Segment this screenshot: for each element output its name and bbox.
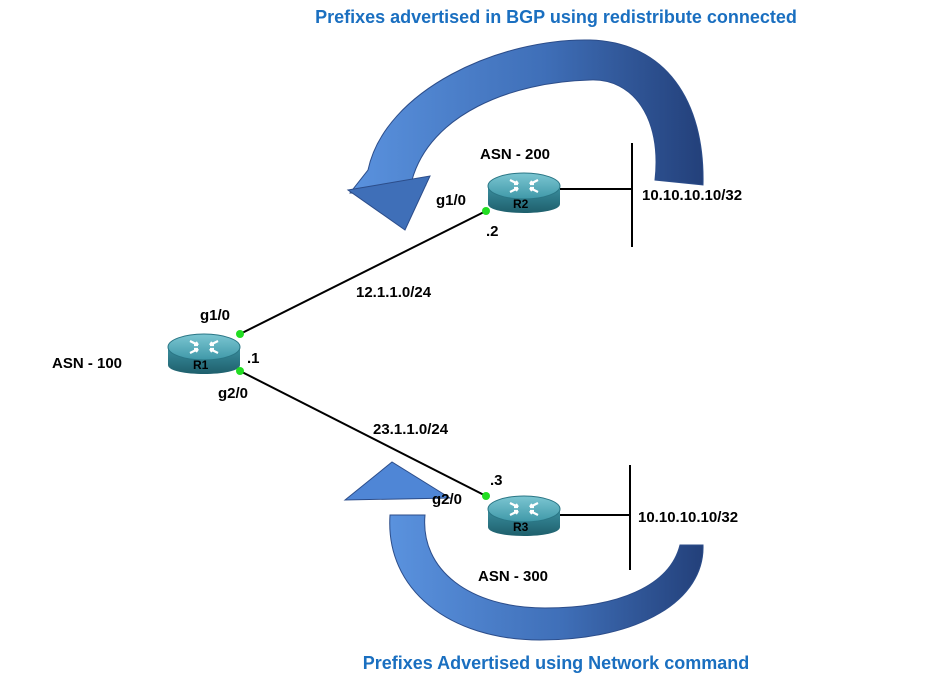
top-curved-arrow	[349, 39, 704, 196]
bottom-curved-arrow	[389, 514, 704, 641]
r2-asn-label: ASN - 200	[480, 146, 550, 163]
router-r1-top	[167, 333, 241, 361]
r3-asn-label: ASN - 300	[478, 568, 548, 585]
r3-g2-0-dot	[482, 492, 490, 500]
r1-asn-label: ASN - 100	[52, 355, 122, 372]
router-r3-top	[487, 495, 561, 523]
top-arrow-head	[346, 175, 431, 231]
link-r1-r2-subnet: 12.1.1.0/24	[356, 284, 432, 301]
router-icon	[509, 179, 539, 193]
router-r3-label: R3	[513, 520, 529, 534]
bottom-arrow-head	[343, 461, 452, 501]
r1-g1-0-dot	[236, 330, 244, 338]
r2-g1-0-dot	[482, 207, 490, 215]
r3-loopback-label: 10.10.10.10/32	[638, 509, 738, 526]
link-r1-r3-subnet: 23.1.1.0/24	[373, 421, 449, 438]
router-icon	[189, 340, 219, 354]
router-r2-top	[487, 172, 561, 200]
router-r1[interactable]: R1	[167, 333, 241, 374]
bottom-caption: Prefixes Advertised using Network comman…	[363, 653, 749, 673]
r1-g2-0-label: g2/0	[218, 385, 248, 402]
router-r3[interactable]: R3	[487, 495, 561, 536]
r2-ip-suffix: .2	[486, 223, 499, 240]
router-icon	[509, 502, 539, 516]
r2-g1-0-label: g1/0	[436, 192, 466, 209]
router-r1-label: R1	[193, 358, 209, 372]
link-r1-r3	[239, 370, 487, 497]
link-r1-r2	[239, 210, 487, 335]
top-caption: Prefixes advertised in BGP using redistr…	[315, 7, 797, 27]
router-r2[interactable]: R2	[487, 172, 561, 213]
r1-ip-suffix: .1	[247, 350, 260, 367]
r3-ip-suffix: .3	[490, 472, 503, 489]
r3-g2-0-label: g2/0	[432, 491, 462, 508]
router-r2-label: R2	[513, 197, 529, 211]
r2-loopback-label: 10.10.10.10/32	[642, 187, 742, 204]
r1-g1-0-label: g1/0	[200, 307, 230, 324]
r1-g2-0-dot	[236, 367, 244, 375]
